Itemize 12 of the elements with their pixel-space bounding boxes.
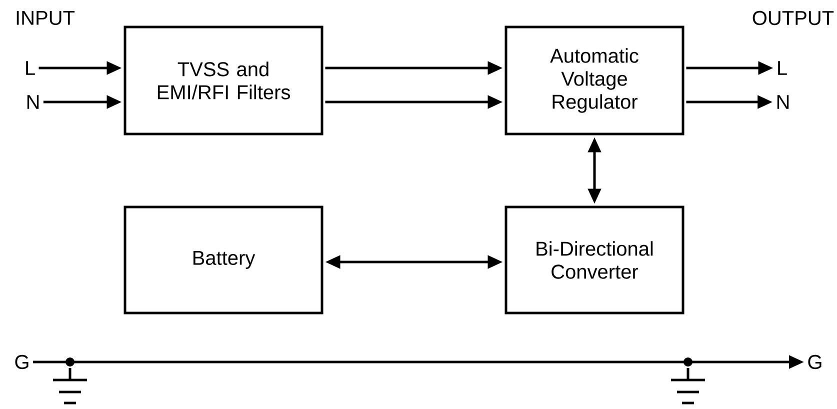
process-box: Automatic Voltage Regulator	[504, 26, 684, 136]
terminal-label: L	[778, 61, 787, 75]
terminal-label: N	[777, 95, 789, 109]
terminal-label: G	[808, 354, 822, 370]
process-box: Battery	[124, 206, 324, 314]
terminal-label: N	[27, 95, 39, 109]
process-box: TVSS and EMI/RFI Filters	[124, 26, 324, 136]
heading-label: OUTPUT	[752, 10, 834, 26]
terminal-label: G	[15, 354, 28, 370]
heading-label: INPUT	[16, 11, 75, 25]
terminal-label: L	[26, 61, 35, 75]
process-box: Bi-Directional Converter	[504, 206, 684, 314]
